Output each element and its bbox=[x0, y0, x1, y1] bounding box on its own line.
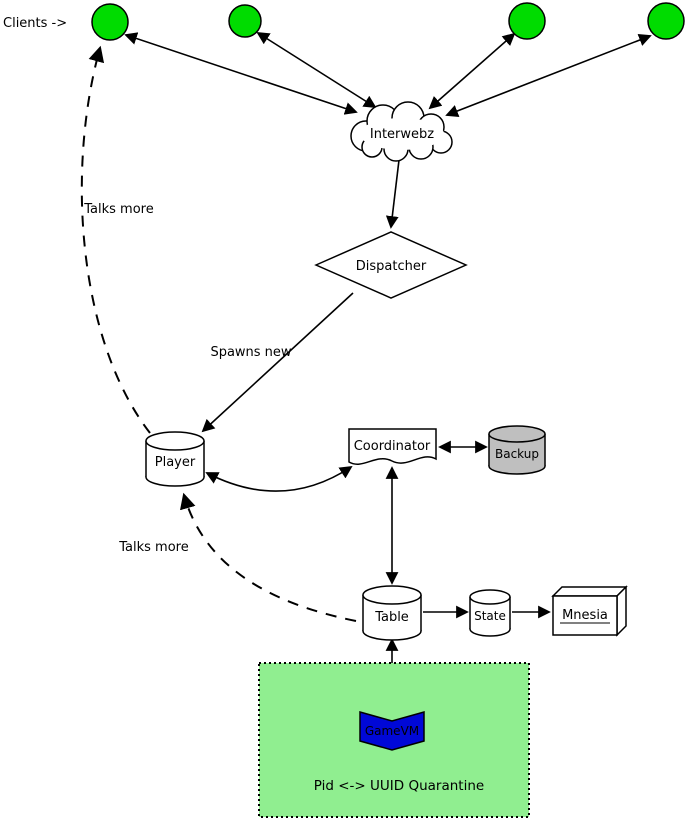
client-circle-1 bbox=[91, 3, 129, 41]
interwebz-cloud bbox=[350, 101, 453, 162]
edge-interwebz-dispatcher bbox=[385, 159, 400, 229]
client-circle-3 bbox=[508, 2, 546, 40]
table-cyl-top bbox=[362, 585, 422, 605]
coordinator-node: Coordinator bbox=[348, 428, 437, 465]
edge-client4-interwebz bbox=[445, 33, 652, 118]
player-label: Player bbox=[155, 455, 196, 470]
gamevm-shape bbox=[359, 711, 425, 751]
edge-player-client1-dashed bbox=[80, 45, 151, 434]
edges-clients-cloud bbox=[124, 31, 652, 118]
backup-label: Backup bbox=[495, 447, 539, 461]
edges-dashed bbox=[80, 45, 357, 622]
cloud-core bbox=[360, 118, 444, 150]
spawns-new-label: Spawns new bbox=[210, 345, 291, 360]
mnesia-top-face bbox=[551, 586, 628, 597]
coordinator-shape bbox=[348, 428, 437, 465]
state-cylinder: State bbox=[469, 589, 511, 637]
backup-cyl-top bbox=[488, 425, 546, 443]
talks-more-upper-label: Talks more bbox=[83, 202, 153, 217]
interwebz-label: Interwebz bbox=[370, 127, 434, 142]
state-cyl-top bbox=[469, 589, 511, 605]
dispatcher-label: Dispatcher bbox=[356, 259, 427, 274]
player-cyl-top bbox=[145, 431, 205, 451]
clients-label: Clients -> bbox=[3, 16, 67, 31]
client-circle-2 bbox=[228, 4, 262, 38]
dispatcher-diamond bbox=[314, 231, 468, 299]
talks-more-lower-label: Talks more bbox=[118, 540, 188, 555]
table-cylinder: Table bbox=[362, 585, 422, 641]
mnesia-box: Mnesia bbox=[551, 585, 628, 637]
edge-table-player-dashed bbox=[180, 492, 357, 622]
edge-dispatcher-player bbox=[201, 292, 354, 433]
mnesia-label: Mnesia bbox=[562, 608, 608, 623]
gamevm-label: GameVM bbox=[365, 724, 419, 738]
edge-player-coordinator bbox=[205, 465, 353, 492]
table-label: Table bbox=[374, 610, 409, 625]
coordinator-label: Coordinator bbox=[354, 439, 431, 454]
edge-client3-interwebz bbox=[428, 32, 516, 110]
mnesia-front-face bbox=[552, 595, 618, 636]
mnesia-right-face bbox=[616, 585, 627, 637]
client-nodes bbox=[91, 2, 685, 41]
gamevm-node: GameVM bbox=[359, 711, 425, 751]
player-cylinder: Player bbox=[145, 431, 205, 487]
edge-client2-interwebz bbox=[256, 31, 377, 109]
backup-cylinder: Backup bbox=[488, 425, 546, 475]
state-label: State bbox=[474, 609, 506, 623]
client-circle-4 bbox=[647, 2, 685, 40]
quarantine-label: Pid <-> UUID Quarantine bbox=[314, 778, 484, 794]
